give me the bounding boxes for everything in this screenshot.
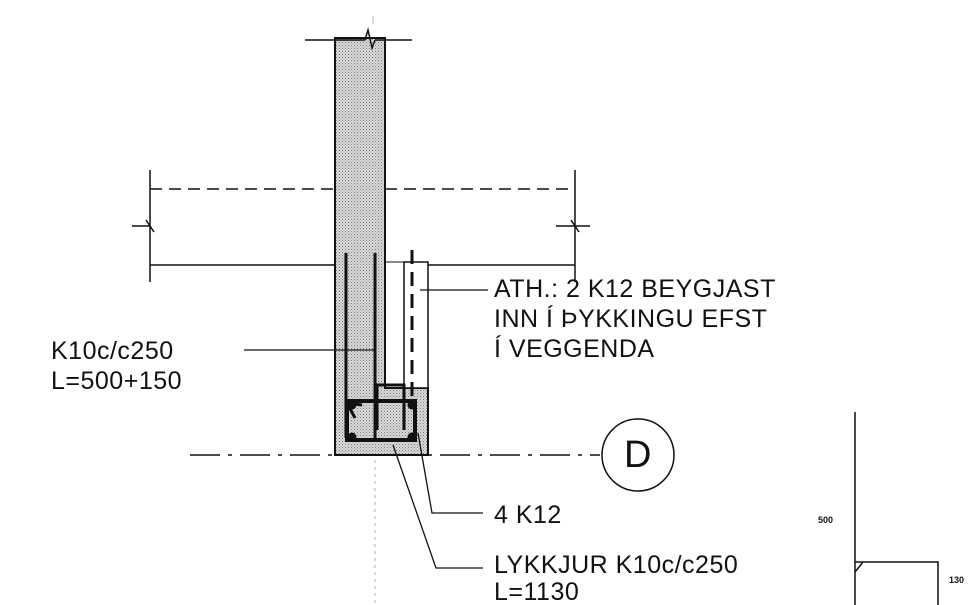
axis-marker-circle	[601, 418, 675, 492]
leaders	[244, 289, 488, 569]
slab-outline	[132, 170, 590, 282]
side-height-dim: 500	[818, 515, 834, 525]
reinforcement	[344, 250, 417, 442]
note-line-3: Í VEGGENDA	[494, 335, 655, 363]
side-detail-bar	[854, 412, 939, 605]
loop-label-line-1: LYKKJUR K10c/c250	[494, 551, 739, 579]
bars-label: 4 K12	[494, 501, 562, 529]
axis-marker-letter: D	[624, 434, 652, 476]
wall-section	[334, 37, 429, 456]
loop-label-line-2: L=1130	[494, 578, 580, 605]
stirrup-label-line-1: K10c/c250	[51, 337, 174, 365]
top-break-line	[305, 27, 412, 51]
stirrup-label-line-2: L=500+150	[51, 367, 183, 395]
thickening-outline	[403, 261, 429, 389]
note-line-2: INN Í ÞYKKINGU EFST	[494, 305, 768, 333]
note-line-1: ATH.: 2 K12 BEYGJAST	[494, 275, 776, 303]
grid-line-d	[190, 418, 675, 492]
side-hook-dim: 130	[949, 575, 965, 585]
